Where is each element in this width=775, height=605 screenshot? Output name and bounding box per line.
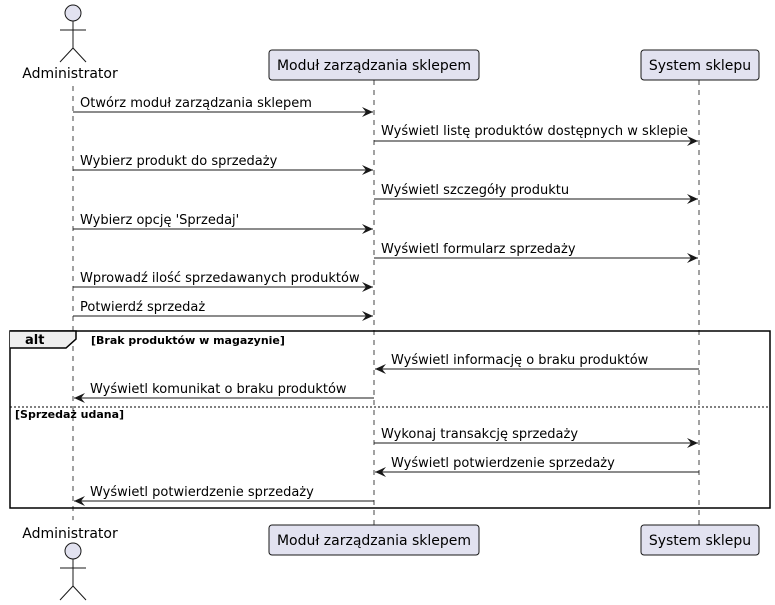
- message-4: Wyświetl szczegóły produktu: [374, 183, 698, 204]
- message-label: Wprowadź ilość sprzedawanych produktów: [80, 271, 360, 286]
- participant-box: [640, 49, 760, 81]
- participant-box: [268, 49, 480, 81]
- message-label: Wyświetl szczegóły produktu: [381, 183, 569, 198]
- message-3: Wybierz produkt do sprzedaży: [73, 154, 373, 175]
- alt-fragment: alt [Brak produktów w magazynie] [Sprzed…: [9, 330, 771, 509]
- participant-label: System sklepu: [649, 533, 751, 549]
- message-label: Wybierz produkt do sprzedaży: [80, 154, 278, 169]
- message-label: Wyświetl komunikat o braku produktów: [90, 382, 347, 397]
- actor-left-leg: [59, 47, 74, 63]
- actor-label: Administrator: [22, 526, 118, 542]
- actor-right-leg: [72, 47, 87, 63]
- alt-frame: [9, 330, 771, 509]
- participant-label: Moduł zarządzania sklepem: [277, 533, 471, 549]
- message-13: Wyświetl potwierdzenie sprzedaży: [74, 485, 374, 506]
- actor-label: Administrator: [22, 66, 118, 82]
- participant-module-bottom: Moduł zarządzania sklepem: [268, 524, 480, 556]
- actor-administrator-top: Administrator: [22, 4, 118, 82]
- alt-guard-1: [Brak produktów w magazynie]: [91, 334, 285, 347]
- actor-left-leg: [59, 585, 74, 601]
- alt-guard-2: [Sprzedaż udana]: [15, 408, 124, 421]
- actor-administrator-bottom: Administrator: [22, 526, 118, 601]
- message-label: Wyświetl potwierdzenie sprzedaży: [90, 485, 314, 500]
- actor-head: [64, 542, 82, 560]
- participant-system-top: System sklepu: [640, 49, 760, 81]
- message-2: Wyświetl listę produktów dostępnych w sk…: [374, 124, 698, 146]
- participant-module-top: Moduł zarządzania sklepem: [268, 49, 480, 81]
- participant-system-bottom: System sklepu: [640, 524, 760, 556]
- message-label: Otwórz moduł zarządzania sklepem: [80, 96, 312, 111]
- alt-keyword: alt: [25, 333, 44, 348]
- participant-box: [640, 524, 760, 556]
- message-label: Potwierdź sprzedaż: [80, 300, 205, 315]
- alt-tab: [10, 330, 77, 349]
- participant-label: Moduł zarządzania sklepem: [277, 58, 471, 74]
- message-label: Wyświetl informację o braku produktów: [391, 353, 649, 368]
- message-1: Otwórz moduł zarządzania sklepem: [73, 96, 373, 117]
- message-label: Wyświetl formularz sprzedaży: [381, 242, 576, 257]
- message-8: Potwierdź sprzedaż: [73, 300, 373, 321]
- message-label: Wykonaj transakcję sprzedaży: [381, 427, 578, 442]
- participant-box: [268, 524, 480, 556]
- message-label: Wyświetl listę produktów dostępnych w sk…: [381, 124, 688, 139]
- participant-label: System sklepu: [649, 58, 751, 74]
- message-label: Wybierz opcję 'Sprzedaj': [80, 213, 239, 228]
- actor-head: [64, 4, 82, 22]
- message-12: Wyświetl potwierdzenie sprzedaży: [375, 456, 699, 477]
- message-7: Wprowadź ilość sprzedawanych produktów: [73, 271, 373, 292]
- message-10: Wyświetl komunikat o braku produktów: [74, 382, 374, 403]
- message-5: Wybierz opcję 'Sprzedaj': [73, 213, 373, 234]
- message-11: Wykonaj transakcję sprzedaży: [374, 427, 698, 448]
- message-label: Wyświetl potwierdzenie sprzedaży: [391, 456, 615, 471]
- actor-right-leg: [72, 585, 87, 601]
- message-6: Wyświetl formularz sprzedaży: [374, 242, 698, 263]
- message-9: Wyświetl informację o braku produktów: [375, 353, 699, 374]
